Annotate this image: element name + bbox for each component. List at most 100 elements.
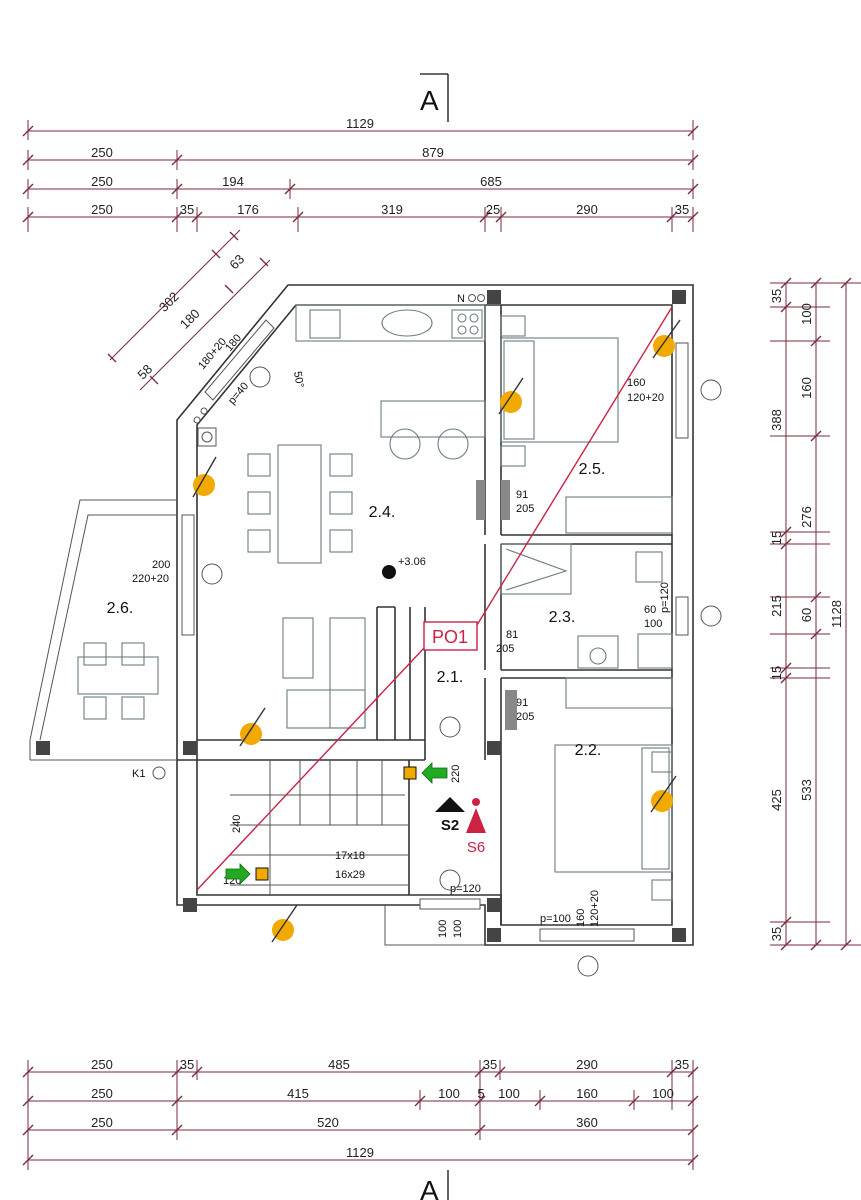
stair-label: 240 (231, 815, 243, 833)
dim-label: 100 (452, 920, 464, 938)
s2-marker-icon (435, 797, 465, 812)
s6-marker-icon (466, 808, 486, 833)
dim-label: 533 (799, 779, 814, 801)
door-label: 81 (506, 629, 518, 641)
dim-label: 1129 (346, 1145, 374, 1160)
dim-label: 25 (486, 202, 500, 217)
dimension-chain-top: 1129 250 879 250 194 685 250 35 176 319 … (22, 116, 699, 232)
sensor-icon (239, 707, 266, 747)
dim-label: 250 (91, 1115, 113, 1130)
window-tag-icon (700, 605, 722, 627)
dim-label: 215 (769, 595, 784, 617)
evacuation-line (196, 306, 673, 891)
po1-box (423, 621, 478, 651)
section-mark-top: A (420, 73, 449, 122)
angle-label: 50° (291, 370, 306, 388)
window-tag-icon (201, 563, 223, 585)
dim-label: 319 (381, 202, 403, 217)
door-label: 205 (496, 643, 514, 655)
po1-label: PO1 (432, 627, 468, 647)
window-label: 120+20 (589, 890, 601, 927)
k1-label: K1 (132, 768, 145, 780)
dim-label: 15 (769, 666, 784, 680)
dim-label: 250 (91, 174, 113, 189)
dim-label: 35 (769, 927, 784, 941)
door-label: 205 (516, 711, 534, 723)
room-label-2-3: 2.3. (549, 609, 576, 626)
stair-label: 17x18 (335, 850, 365, 862)
dimension-chain-bottom: 250 35 485 35 290 35 250 415 100 5 100 1… (22, 1057, 699, 1170)
level-label: +3.06 (398, 556, 426, 568)
dimension-chain-right: 35 388 15 215 15 425 35 100 160 276 60 5… (769, 277, 861, 951)
dim-label: 1129 (346, 116, 374, 131)
room-labels: 2.1. 2.2. 2.3. 2.4. 2.5. 2.6. (107, 461, 606, 759)
vent-icon (197, 427, 217, 447)
parapet-label: p=120 (659, 582, 671, 613)
dim-label: 276 (799, 506, 814, 528)
exit-sign-icon (403, 766, 417, 780)
dim-label: 290 (576, 202, 598, 217)
window-tag-icon (249, 366, 271, 388)
vent-icon (201, 431, 213, 443)
dim-label: 250 (91, 1057, 113, 1072)
s6-marker-icon (472, 798, 480, 806)
dim-label: 388 (769, 409, 784, 431)
parapet-label: p=100 (540, 913, 571, 925)
window-tag-icon (439, 716, 461, 738)
dim-label: 485 (328, 1057, 350, 1072)
dim-label: 879 (422, 145, 444, 160)
dim-label: 250 (91, 1086, 113, 1101)
level-marker-icon (382, 565, 396, 579)
dim-label: 160 (799, 377, 814, 399)
door-label: 205 (516, 503, 534, 515)
furniture (77, 304, 673, 901)
window-label: 160 (575, 909, 587, 927)
sensor-icon (271, 904, 298, 943)
window-label: 220+20 (132, 573, 169, 585)
window-label: 160 (627, 377, 645, 389)
svg-text:A: A (420, 1175, 439, 1200)
dim-label: 100 (652, 1086, 674, 1101)
dim-label: 35 (180, 1057, 194, 1072)
dim-label: 1128 (829, 600, 844, 628)
dim-label: 58 (134, 361, 155, 382)
walls (29, 284, 694, 946)
marker-icon (193, 416, 201, 424)
window-label: 200 (152, 559, 170, 571)
north-marker-icon (468, 294, 476, 302)
room-label-2-1: 2.1. (437, 669, 464, 686)
exit-sign-icon (255, 867, 269, 881)
marker-icon (200, 407, 208, 415)
window-label: 120+20 (627, 392, 664, 404)
room-label-2-6: 2.6. (107, 600, 134, 617)
window-tag-icon (700, 379, 722, 401)
dim-label: 100 (498, 1086, 520, 1101)
window-tag-icon (577, 955, 599, 977)
window-label: 180+20 (196, 336, 229, 372)
door-icon (476, 480, 485, 520)
k1-marker-icon (152, 766, 166, 780)
dim-label: 176 (237, 202, 259, 217)
dim-label: 5 (477, 1086, 484, 1101)
dim-label: 290 (576, 1057, 598, 1072)
dim-label: 100 (438, 1086, 460, 1101)
dim-label: 100 (437, 920, 449, 938)
dim-label: 60 (799, 608, 814, 622)
dim-label: 520 (317, 1115, 339, 1130)
section-mark-bottom: A (420, 1170, 449, 1200)
annotations: N 50° 180 180+20 p=40 +3.06 200 220+20 1… (132, 293, 722, 977)
dim-label: 15 (769, 531, 784, 545)
north-marker-icon (477, 294, 485, 302)
dim-label: 100 (799, 303, 814, 325)
sensor-icon (652, 319, 681, 359)
dim-label: 425 (769, 789, 784, 811)
window-label: 100 (644, 618, 662, 630)
dim-label: 35 (675, 1057, 689, 1072)
exit-arrow-icon (225, 863, 251, 885)
dim-label: 194 (222, 174, 244, 189)
dim-label: 160 (576, 1086, 598, 1101)
door-label: 91 (516, 697, 528, 709)
exit-arrow-icon (421, 762, 448, 784)
svg-text:A: A (420, 85, 439, 116)
dim-label: 35 (675, 202, 689, 217)
